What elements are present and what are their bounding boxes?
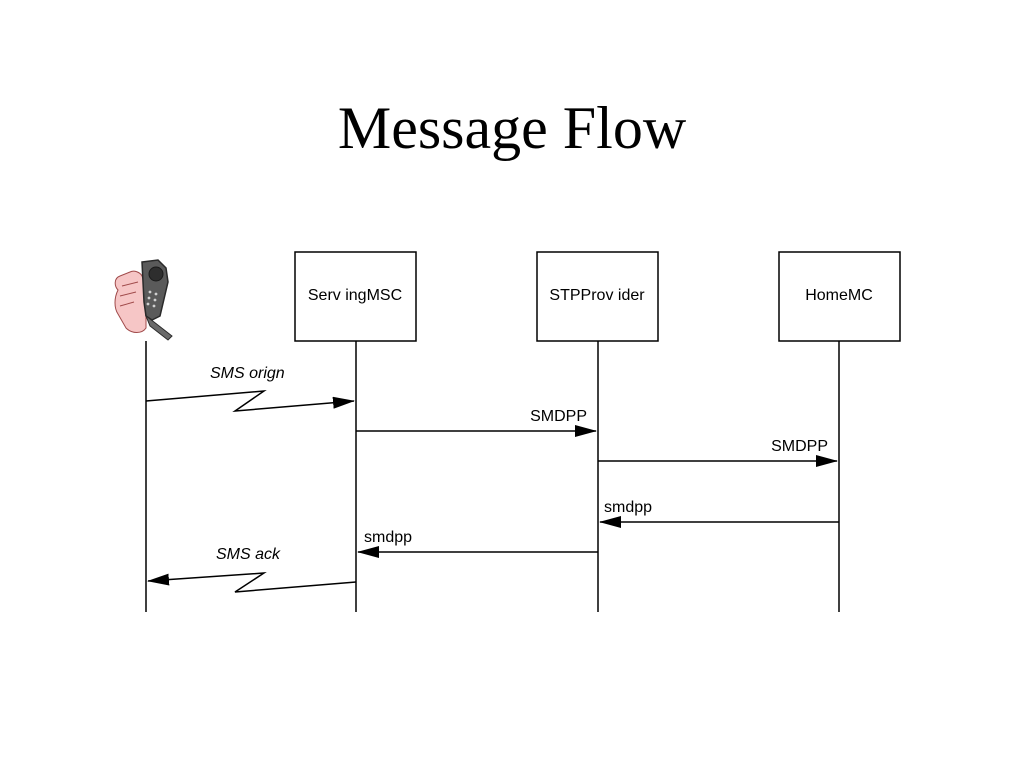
message-smdpp-2: SMDPP [598,438,838,467]
slide-title: Message Flow [337,95,687,161]
hand-holding-phone-icon [114,259,173,341]
message-smdpp-resp-1: smdpp [599,499,839,528]
participant-label: STPProv ider [549,287,645,304]
message-sms-orign: SMS orign [145,365,355,412]
message-label: SMS orign [210,365,285,382]
participant-serving-msc: Serv ingMSC [294,251,417,342]
message-label: SMDPP [771,438,828,455]
message-label: smdpp [364,529,412,546]
participant-label: Serv ingMSC [308,287,402,304]
message-smdpp-resp-2: smdpp [357,529,598,558]
message-label: SMDPP [530,408,587,425]
message-sms-ack: SMS ack [147,546,357,593]
message-smdpp-1: SMDPP [356,408,597,437]
message-label: smdpp [604,499,652,516]
participant-label: HomeMC [805,287,873,304]
participant-home-mc: HomeMC [778,251,901,342]
participant-stp-provider: STPProv ider [536,251,659,342]
message-label: SMS ack [216,546,281,563]
